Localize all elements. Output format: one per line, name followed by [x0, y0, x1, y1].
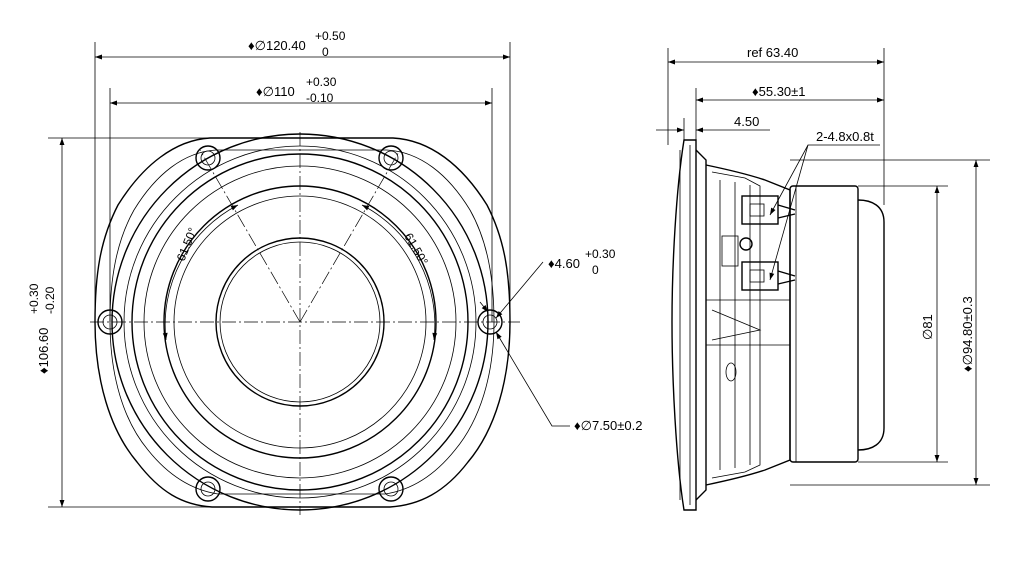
slot-width-label: ♦4.60: [548, 256, 580, 271]
terminals-leader: [769, 144, 880, 216]
slot-width-tol-upper: +0.30: [585, 247, 616, 261]
terminals-label: 2-4.8x0.8t: [816, 129, 874, 144]
angle-arc-left: [162, 204, 239, 341]
flange-inner-outline: [109, 149, 495, 495]
flange-diameter-tol-lower: 0: [322, 45, 329, 59]
side-back-plate: [857, 199, 885, 451]
height-tol-upper: +0.30: [27, 283, 41, 314]
overall-depth-label: ref 63.40: [747, 45, 798, 60]
angle-line-left: [199, 149, 301, 323]
flange-diameter-label: ♦∅120.40: [248, 38, 306, 53]
mounting-hole-tl: [195, 145, 221, 171]
flange-outline: [94, 137, 511, 508]
inner-diameter-tol-lower: -0.10: [306, 91, 334, 105]
mounting-hole-bl: [195, 476, 221, 502]
magnet-depth-label: ♦55.30±1: [752, 84, 806, 99]
mounting-hole-br: [378, 476, 404, 502]
inner-diameter-label: ♦∅110: [256, 84, 295, 99]
angle-label-left: 61.50°: [174, 225, 200, 263]
flange-diameter-tol-upper: +0.50: [315, 29, 346, 43]
inner-diameter-tol-upper: +0.30: [306, 75, 337, 89]
terminal-rivet: [739, 237, 753, 251]
terminal-lower: [741, 261, 796, 291]
slot-width-tol-lower: 0: [592, 263, 599, 277]
magnet-diameter-label: ∅81: [920, 314, 935, 340]
height-label: ♦106.60: [36, 328, 51, 374]
side-basket-rim: [695, 149, 707, 501]
angle-label-right: 61.50°: [401, 231, 431, 268]
angle-arc-right: [361, 204, 438, 341]
side-magnet: [789, 185, 859, 463]
side-flange: [671, 139, 697, 511]
front-view: 61.50° 61.50° ♦∅120.40 +0.50 0 ♦∅110 +0.…: [27, 29, 642, 515]
slot-width-leader: [495, 261, 544, 319]
angle-line-right: [299, 149, 401, 323]
basket-diameter-label: ♦∅94.80±0.3: [960, 296, 975, 372]
height-tol-lower: -0.20: [43, 286, 57, 314]
terminal-upper: [741, 195, 796, 225]
flange-thickness-label: 4.50: [734, 114, 759, 129]
hole-diameter-leader: [495, 331, 570, 427]
side-view: ref 63.40 ♦55.30±1 4.50 2-4.8x0.8t ∅81 ♦…: [656, 45, 990, 511]
hole-diameter-label: ♦∅7.50±0.2: [574, 418, 642, 433]
